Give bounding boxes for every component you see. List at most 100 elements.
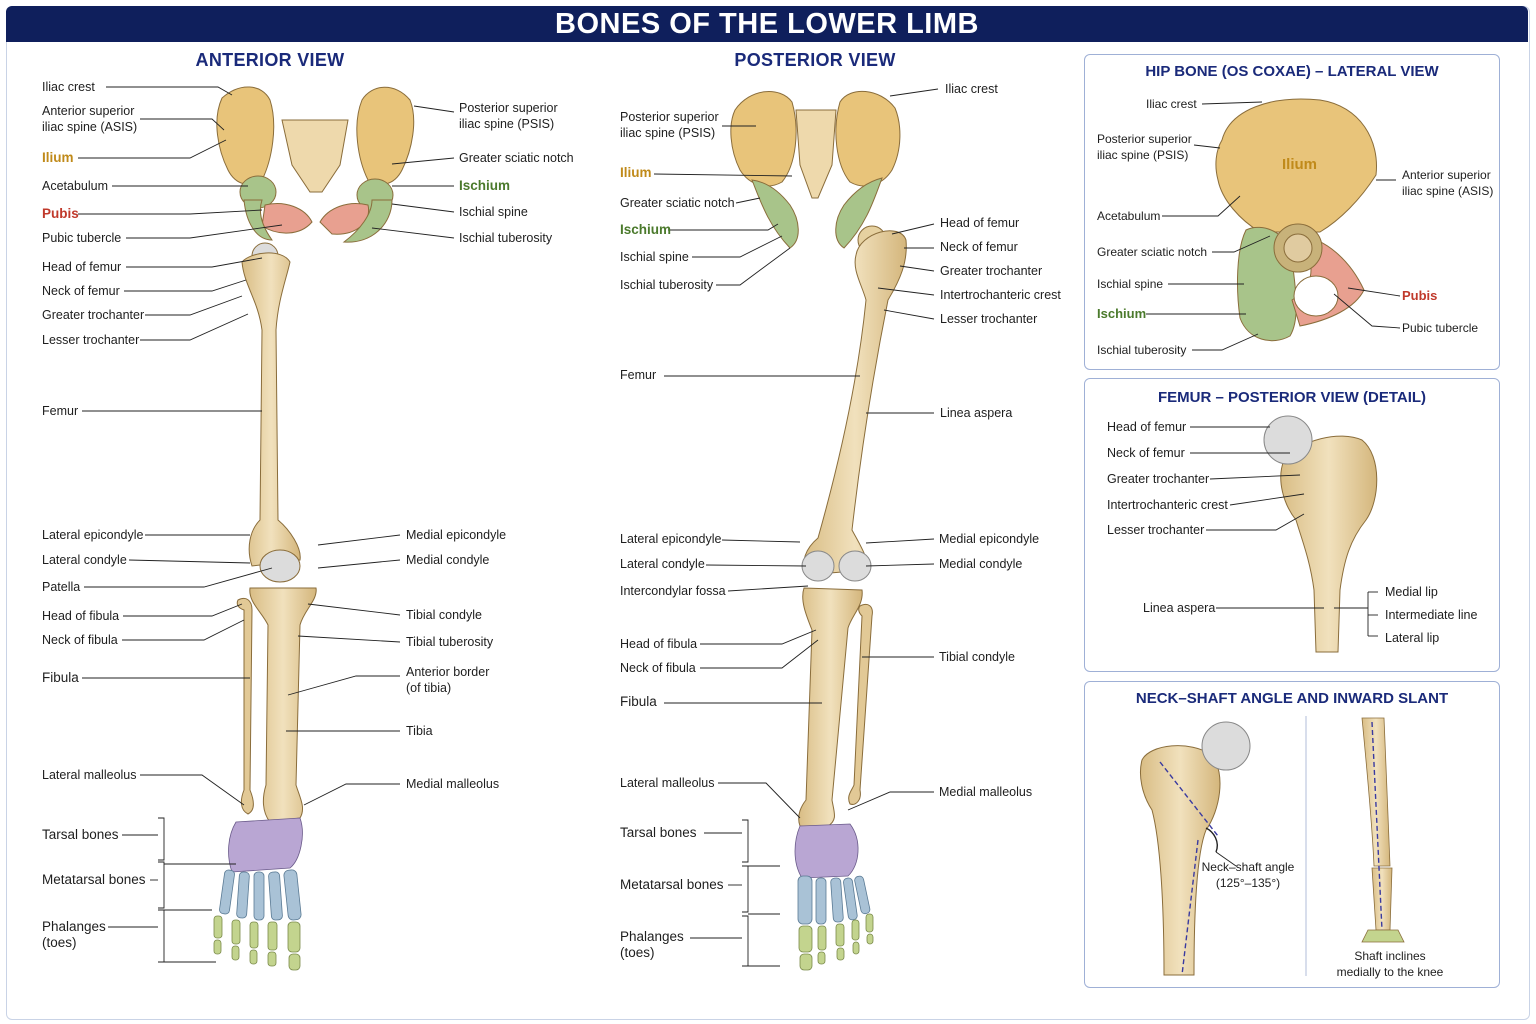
ant-label-ilium: Ilium [42, 150, 74, 165]
slant-femur [1361, 717, 1391, 867]
ant-label-anterior-border: Anterior border (of tibia) [406, 665, 490, 695]
posterior-femur [801, 225, 907, 582]
ant-label-femur: Femur [42, 404, 79, 418]
hip-panel-title: HIP BONE (OS COXAE) – LATERAL VIEW [1145, 63, 1439, 80]
post-label-neck-of-fibula: Neck of fibula [620, 661, 696, 675]
angle-label-neck-shaft: Neck–shaft angle (125°–135°) [1201, 860, 1295, 890]
post-label-femur: Femur [620, 368, 657, 382]
ant-label-tibial-condyle: Tibial condyle [406, 608, 482, 622]
ant-label-head-of-fibula: Head of fibula [42, 609, 120, 623]
hip-obturator-foramen [1293, 275, 1339, 317]
hip-label-asis: Anterior superior iliac spine (ASIS) [1402, 168, 1494, 198]
post-label-linea-aspera: Linea aspera [940, 406, 1013, 420]
post-label-lateral-epicondyle: Lateral epicondyle [620, 532, 722, 546]
ant-label-asis: Anterior superior iliac spine (ASIS) [42, 104, 138, 134]
post-label-phalanges: Phalanges (toes) [620, 929, 684, 960]
hip-bone-illustration [1215, 98, 1377, 342]
anterior-sacrum [281, 119, 349, 193]
ant-label-neck-of-femur: Neck of femur [42, 284, 120, 298]
ant-label-neck-of-fibula: Neck of fibula [42, 633, 118, 647]
hip-label-greater-sciatic-notch: Greater sciatic notch [1097, 245, 1208, 259]
ant-label-tibia: Tibia [406, 724, 433, 738]
hip-leader-lines [1146, 101, 1401, 351]
hip-label-acetabulum: Acetabulum [1097, 209, 1161, 223]
ant-label-lesser-trochanter: Lesser trochanter [42, 333, 140, 347]
post-label-greater-sciatic-notch: Greater sciatic notch [620, 196, 735, 210]
femur-label-lateral-lip: Lateral lip [1385, 631, 1440, 645]
anterior-fibula [236, 597, 254, 815]
post-label-fibula: Fibula [620, 694, 657, 709]
femur-panel-title: FEMUR – POSTERIOR VIEW (DETAIL) [1157, 389, 1427, 406]
angle-shaft-axis [1181, 839, 1199, 976]
posterior-fibula [848, 603, 873, 805]
posterior-condyles [801, 550, 872, 582]
anterior-patella [259, 549, 301, 583]
femur-detail-bone [1280, 435, 1378, 653]
ant-label-pubis: Pubis [42, 206, 79, 221]
post-label-medial-epicondyle: Medial epicondyle [939, 532, 1040, 546]
ant-label-lateral-epicondyle: Lateral epicondyle [42, 528, 144, 542]
hip-label-ilium: Ilium [1282, 156, 1318, 173]
posterior-right-leader-lines [847, 88, 939, 811]
inward-slant-illustration [1361, 717, 1405, 943]
ant-label-ischial-tuberosity: Ischial tuberosity [459, 231, 553, 245]
post-label-lateral-malleolus: Lateral malleolus [620, 776, 715, 790]
posterior-metatarsals [797, 875, 871, 925]
anterior-right-ilium [356, 86, 415, 186]
post-label-head-of-fibula: Head of fibula [620, 637, 698, 651]
angle-panel: NECK–SHAFT ANGLE AND INWARD SLANT [1084, 681, 1500, 988]
ant-label-lateral-malleolus: Lateral malleolus [42, 768, 137, 782]
femur-detail-illustration [1263, 415, 1378, 653]
post-label-ilium: Ilium [620, 165, 652, 180]
ant-label-medial-malleolus: Medial malleolus [406, 777, 500, 791]
posterior-left-ilium [730, 91, 797, 187]
posterior-right-ilium [835, 90, 901, 187]
femur-label-intertrochanteric-crest: Intertrochanteric crest [1107, 498, 1228, 512]
ant-label-metatarsal-bones: Metatarsal bones [42, 872, 146, 887]
post-label-greater-trochanter: Greater trochanter [940, 264, 1043, 278]
anterior-tarsals [228, 817, 303, 873]
femur-leader-lines [1190, 426, 1378, 637]
posterior-left-ischium [751, 179, 799, 249]
anterior-phalanges [213, 915, 301, 971]
posterior-view-title: POSTERIOR VIEW [734, 50, 896, 70]
angle-leader-lines [1215, 851, 1237, 867]
posterior-femur-shaft [803, 230, 907, 576]
post-label-tibial-condyle: Tibial condyle [939, 650, 1015, 664]
post-label-ischial-spine: Ischial spine [620, 250, 689, 264]
posterior-foot [794, 823, 874, 971]
post-label-neck-of-femur: Neck of femur [940, 240, 1018, 254]
posterior-tarsals [794, 823, 859, 879]
femur-label-linea-aspera: Linea aspera [1143, 601, 1216, 615]
ant-label-psis: Posterior superior iliac spine (PSIS) [459, 101, 558, 131]
posterior-phalanges [798, 913, 874, 971]
anterior-brackets [158, 817, 236, 963]
post-label-head-of-femur: Head of femur [940, 216, 1020, 230]
ant-label-greater-sciatic-notch: Greater sciatic notch [459, 151, 574, 165]
slant-foot [1361, 929, 1405, 943]
posterior-left-leader-lines [653, 125, 860, 939]
hip-ilium-blade [1215, 98, 1377, 233]
hip-label-ischium: Ischium [1097, 306, 1147, 321]
ant-label-fibula: Fibula [42, 670, 79, 685]
anterior-left-ilium [216, 86, 275, 186]
post-label-lesser-trochanter: Lesser trochanter [940, 312, 1038, 326]
posterior-sacrum [795, 109, 837, 199]
posterior-brackets [742, 819, 780, 967]
angle-femoral-head [1201, 721, 1251, 771]
ant-label-iliac-crest: Iliac crest [42, 80, 95, 94]
hip-label-pubis: Pubis [1402, 288, 1438, 303]
post-label-metatarsal-bones: Metatarsal bones [620, 877, 724, 892]
posterior-right-ischium [835, 177, 883, 249]
posterior-pelvis [730, 90, 901, 249]
femur-label-intermediate-line: Intermediate line [1385, 608, 1478, 622]
ant-label-lateral-condyle: Lateral condyle [42, 553, 127, 567]
anterior-left-pubis [261, 203, 313, 234]
post-label-ischium: Ischium [620, 222, 672, 237]
ant-label-ischium: Ischium [459, 178, 511, 193]
main-title: BONES OF THE LOWER LIMB [6, 6, 1528, 42]
post-label-lateral-condyle: Lateral condyle [620, 557, 705, 571]
anterior-tibia [249, 587, 317, 823]
anterior-right-ischium [342, 199, 393, 243]
